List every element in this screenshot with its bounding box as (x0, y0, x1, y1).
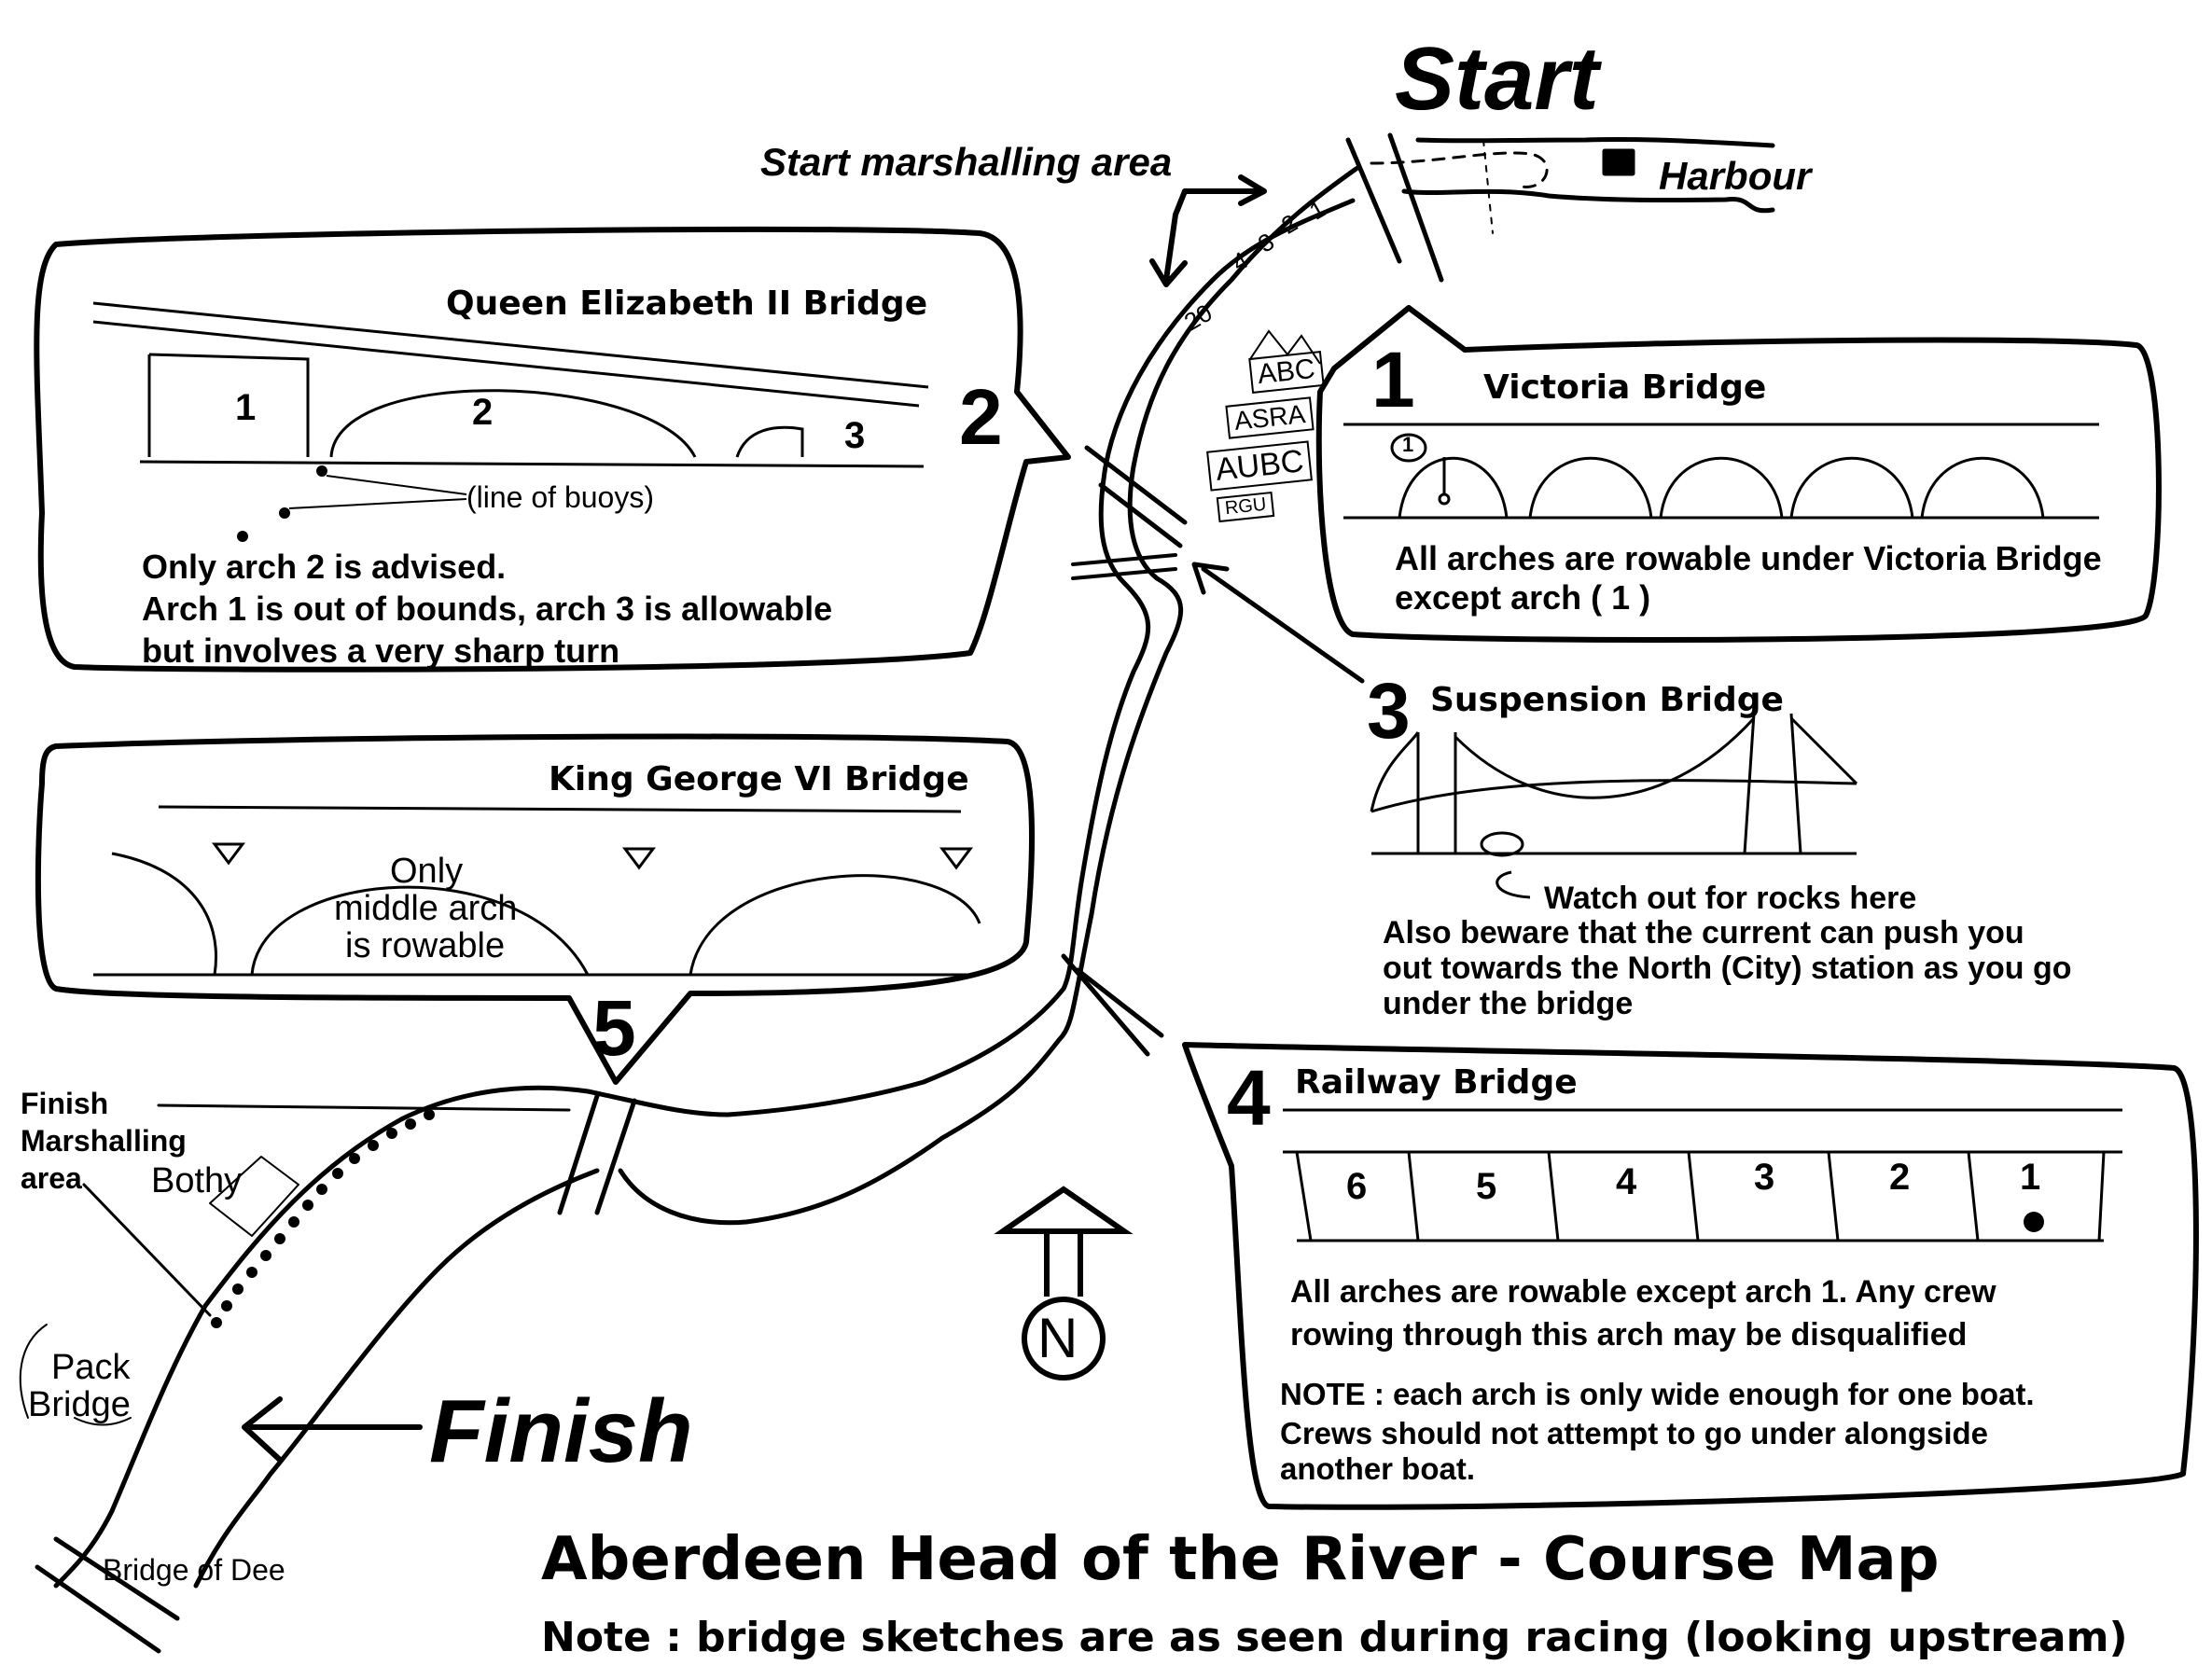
north-label: N (1037, 1307, 1078, 1369)
qe2-arch-3: 3 (844, 415, 866, 456)
river-bank-west (53, 188, 1775, 1589)
finish-marshalling-dots (211, 1109, 435, 1328)
finish-marshalling-label-line2: Marshalling (21, 1124, 187, 1158)
victoria-note-line1: All arches are rowable under Victoria Br… (1395, 539, 2102, 577)
qe2-note-line1: Only arch 2 is advised. (142, 548, 507, 586)
qe2-arch-2: 2 (472, 392, 494, 433)
callout-kinggeorge (35, 733, 1035, 1085)
bothy-label: Bothy (151, 1161, 243, 1200)
kinggeorge-middle-note-line1: Only (390, 852, 464, 891)
finish-label: Finish (429, 1381, 693, 1481)
qe2-buoy-label: (line of buoys) (466, 480, 654, 514)
qe2-note-line3: but involves a very sharp turn (142, 631, 620, 670)
suspension-note-line1: Also beware that the current can push yo… (1383, 915, 2024, 950)
railway-note2-line2: Crews should not attempt to go under alo… (1280, 1416, 1989, 1450)
callout-qe2 (34, 226, 1071, 673)
railway-note-line1: All arches are rowable except arch 1. An… (1290, 1274, 1996, 1310)
suspension-rocks-note: Watch out for rocks here (1544, 881, 1917, 916)
north-arrow (994, 1186, 1134, 1381)
kinggeorge-bridge-number: 5 (592, 984, 636, 1072)
qe2-note-line2: Arch 1 is out of bounds, arch 3 is allow… (142, 590, 833, 628)
railway-bridge-number: 4 (1227, 1054, 1271, 1142)
pack-bridge-label-line1: Pack (51, 1348, 131, 1387)
railway-bridge-title: Railway Bridge (1295, 1063, 1578, 1102)
page-title: Aberdeen Head of the River - Course Map (541, 1525, 1940, 1594)
railway-arch-5: 5 (1476, 1166, 1497, 1207)
railway-note2-line3: another boat. (1280, 1451, 1476, 1486)
victoria-bridge-title: Victoria Bridge (1483, 368, 1767, 407)
kinggeorge-bridge-title: King George VI Bridge (549, 760, 969, 798)
start-label: Start (1395, 29, 1599, 129)
pack-bridge-label-line2: Bridge (28, 1385, 131, 1424)
qe2-bridge-number: 2 (959, 373, 1003, 461)
railway-arch-4: 4 (1616, 1161, 1637, 1202)
kinggeorge-middle-note-line3: is rowable (345, 926, 506, 965)
qe2-bridge-title: Queen Elizabeth II Bridge (446, 284, 928, 323)
callout-railway (1182, 1042, 2199, 1510)
railway-note2-line1: NOTE : each arch is only wide enough for… (1280, 1377, 2035, 1411)
railway-arch-1: 1 (2020, 1157, 2041, 1198)
qe2-arch-1: 1 (235, 387, 257, 428)
kinggeorge-middle-note-line2: middle arch (334, 889, 518, 928)
railway-arch-6: 6 (1346, 1166, 1368, 1207)
harbour-label: Harbour (1659, 154, 1812, 198)
finish-marshalling-label-line1: Finish (21, 1087, 109, 1120)
finish-marshalling-label-line3: area (21, 1161, 82, 1195)
suspension-note-line2: out towards the North (City) station as … (1383, 950, 2072, 986)
suspension-bridge-title: Suspension Bridge (1430, 681, 1784, 719)
victoria-arch-marker: 1 (1402, 433, 1414, 456)
victoria-note-line2: except arch ( 1 ) (1395, 578, 1651, 617)
start-bridge-left (1345, 137, 1402, 264)
suspension-bridge-number: 3 (1367, 667, 1411, 755)
river-bank-east (193, 136, 1775, 1589)
railway-note-line2: rowing through this arch may be disquali… (1290, 1317, 1968, 1353)
club-tag-abc: ABC (1248, 351, 1325, 394)
railway-arch-3: 3 (1754, 1157, 1775, 1198)
railway-arch-2: 2 (1889, 1157, 1911, 1198)
callout-victoria (1315, 305, 2162, 643)
victoria-bridge-number: 1 (1371, 336, 1415, 423)
bridge-of-dee-label: Bridge of Dee (103, 1553, 285, 1587)
start-bridge-right (1387, 132, 1444, 283)
suspension-note-line3: under the bridge (1383, 986, 1634, 1021)
page-subtitle: Note : bridge sketches are as seen durin… (541, 1614, 2128, 1661)
start-marshalling-label: Start marshalling area (760, 140, 1173, 184)
